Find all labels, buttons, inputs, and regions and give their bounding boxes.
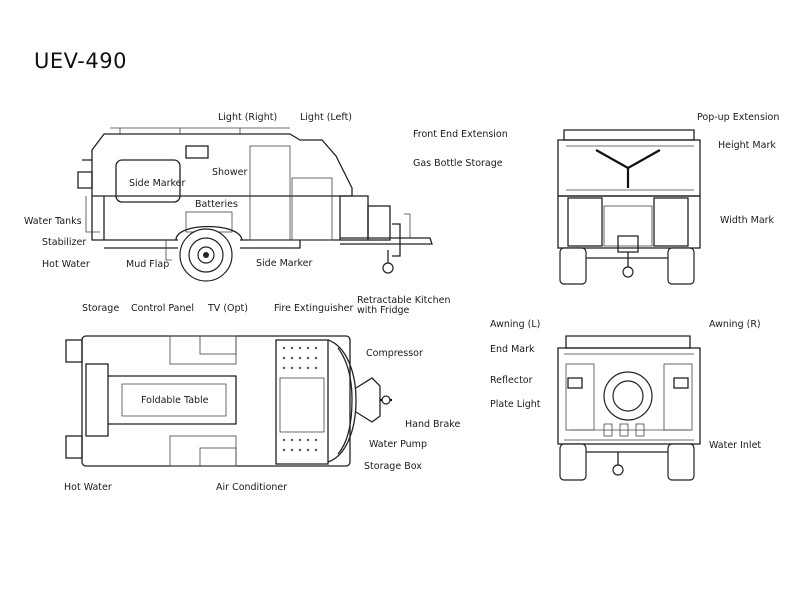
- label-awning-left: Awning (L): [490, 319, 541, 330]
- label-front-end-extension: Front End Extension: [413, 129, 508, 140]
- label-water-tanks: Water Tanks: [24, 216, 82, 227]
- label-reflector: Reflector: [490, 375, 533, 386]
- label-fire-extinguisher: Fire Extinguisher: [274, 303, 354, 314]
- label-tv: TV (Opt): [208, 303, 248, 314]
- label-popup-extension: Pop-up Extension: [697, 112, 780, 123]
- label-side-marker-inside: Side Marker: [129, 178, 186, 189]
- side-view-drawing: [77, 127, 433, 282]
- label-compressor: Compressor: [366, 348, 423, 359]
- label-hot-water-side: Hot Water: [42, 259, 90, 270]
- label-storage: Storage: [82, 303, 120, 314]
- top-view-drawing: [65, 335, 392, 467]
- label-retractable-kitchen-line1: Retractable Kitchen: [357, 295, 451, 306]
- label-hot-water-top: Hot Water: [64, 482, 112, 493]
- label-hand-brake: Hand Brake: [405, 419, 461, 430]
- label-gas-bottle-storage: Gas Bottle Storage: [413, 158, 503, 169]
- label-side-marker: Side Marker: [256, 258, 313, 269]
- label-stabilizer: Stabilizer: [42, 237, 87, 248]
- label-water-pump: Water Pump: [369, 439, 427, 450]
- label-water-inlet: Water Inlet: [709, 440, 762, 451]
- model-title: UEV-490: [34, 49, 127, 73]
- label-shower: Shower: [212, 167, 248, 178]
- label-mud-flap: Mud Flap: [126, 259, 170, 270]
- label-width-mark: Width Mark: [720, 215, 775, 226]
- label-retractable-kitchen-line2: with Fridge: [357, 305, 410, 316]
- label-light-left: Light (Left): [300, 112, 353, 123]
- rear-view-drawing: [557, 335, 701, 481]
- label-control-panel: Control Panel: [131, 303, 194, 314]
- label-storage-box: Storage Box: [364, 461, 422, 472]
- label-air-conditioner: Air Conditioner: [216, 482, 288, 493]
- label-height-mark: Height Mark: [718, 140, 776, 151]
- label-batteries: Batteries: [195, 199, 238, 210]
- label-plate-light: Plate Light: [490, 399, 541, 410]
- label-light-right: Light (Right): [218, 112, 278, 123]
- label-end-mark: End Mark: [490, 344, 535, 355]
- label-awning-right: Awning (R): [709, 319, 761, 330]
- front-view-drawing: [557, 129, 701, 285]
- label-foldable-table: Foldable Table: [141, 395, 209, 406]
